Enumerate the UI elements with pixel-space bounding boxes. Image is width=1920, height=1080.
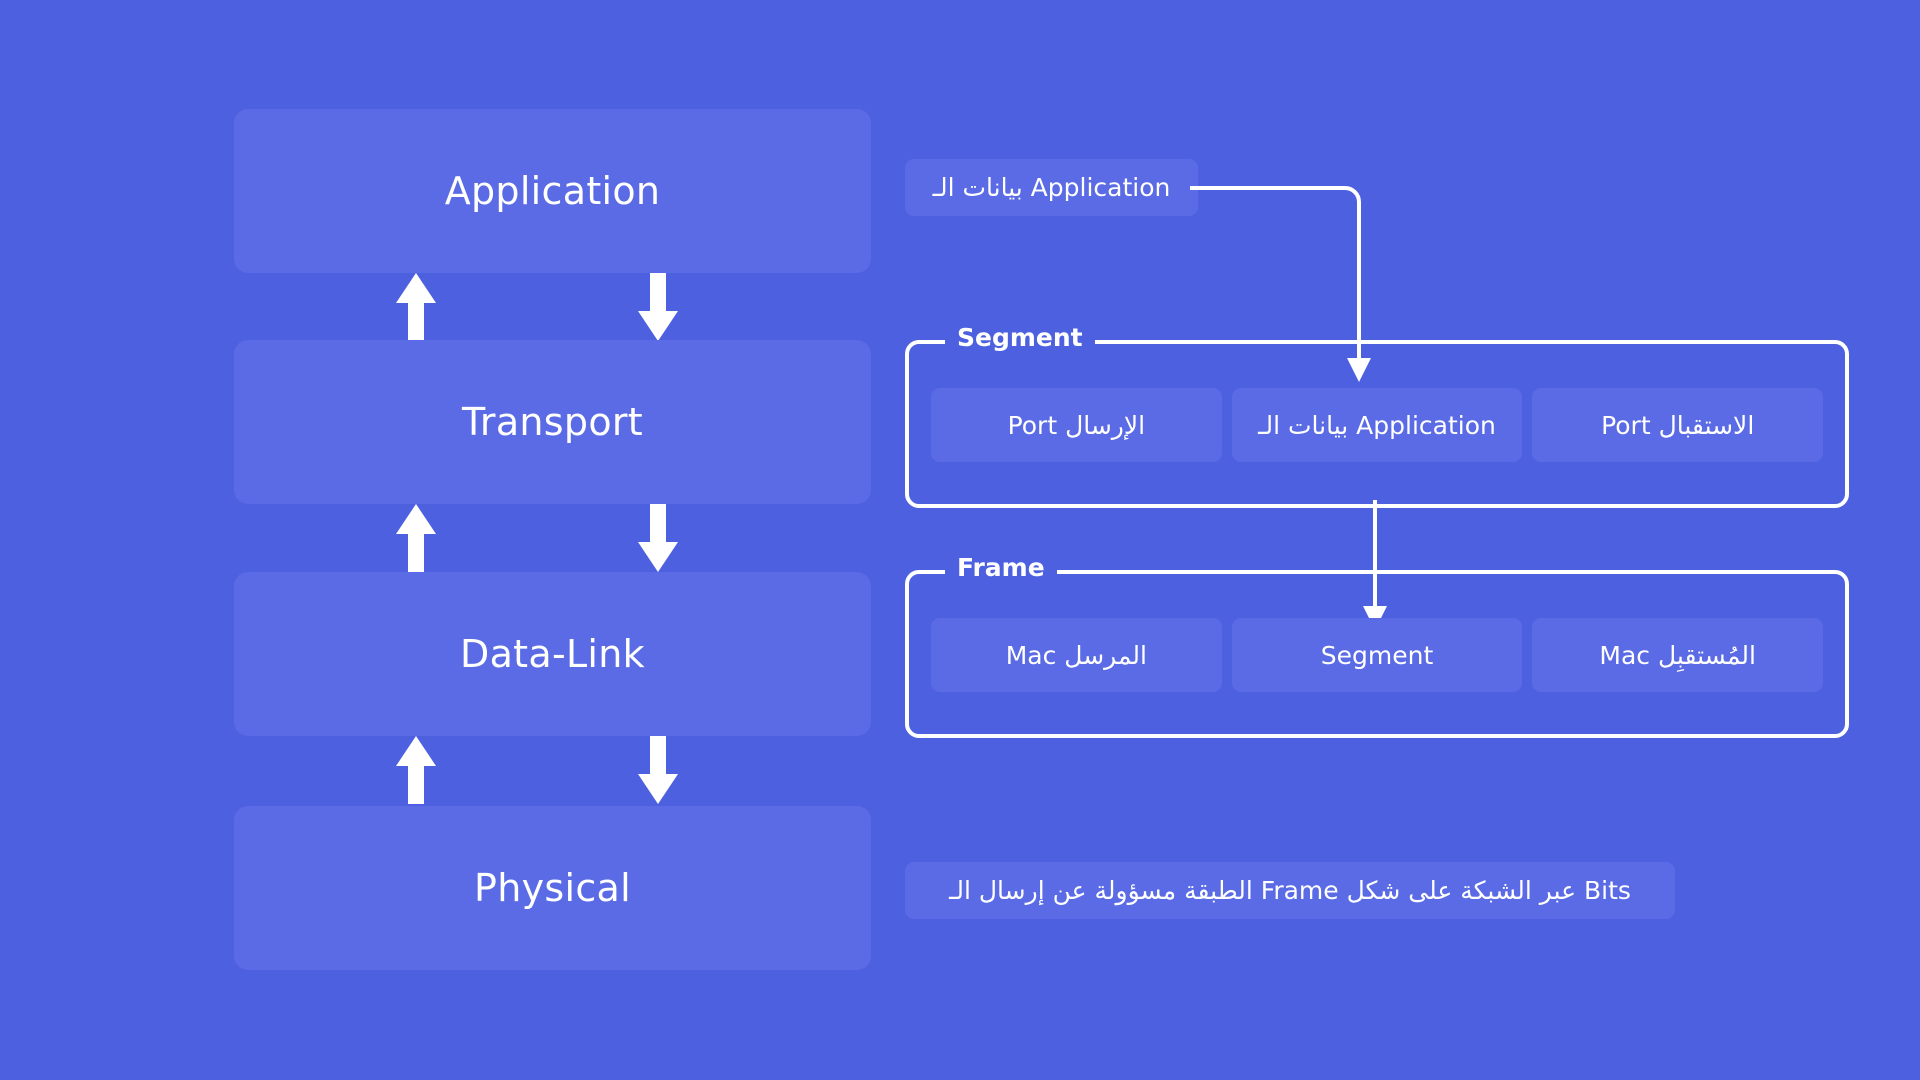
- frame-cells: Mac المرسل Segment Mac المُستقبِل: [931, 618, 1824, 692]
- physical-layer-note-label: الطبقة مسؤولة عن إرسال الـ Frame عبر الش…: [949, 875, 1631, 905]
- layer-box-transport: Transport: [234, 340, 871, 504]
- cell-label: Mac المرسل: [1005, 640, 1147, 670]
- layer-arrows-application-transport: [234, 273, 871, 341]
- segment-cells: Port الإرسال بيانات الـ Application Port…: [931, 388, 1824, 462]
- arrow-up-icon: [394, 273, 438, 341]
- segment-cell-payload: بيانات الـ Application: [1231, 388, 1523, 462]
- arrow-down-icon: [636, 736, 680, 804]
- layer-label: Transport: [461, 400, 643, 444]
- layer-arrows-datalink-physical: [234, 736, 871, 804]
- arrow-up-icon: [394, 736, 438, 804]
- layer-arrows-transport-datalink: [234, 504, 871, 572]
- segment-cell-source-port: Port الإرسال: [931, 388, 1222, 462]
- layer-label: Application: [444, 169, 661, 213]
- application-data-chip: بيانات الـ Application: [905, 159, 1198, 216]
- cell-label: بيانات الـ Application: [1258, 410, 1496, 440]
- segment-group: Segment Port الإرسال بيانات الـ Applicat…: [905, 325, 1849, 508]
- frame-group: Frame Mac المرسل Segment Mac المُستقبِل: [905, 555, 1849, 738]
- layer-box-physical: Physical: [234, 806, 871, 970]
- frame-cell-payload: Segment: [1231, 618, 1523, 692]
- frame-legend: Frame: [945, 555, 1057, 580]
- segment-legend: Segment: [945, 325, 1095, 350]
- frame-cell-destination-mac: Mac المُستقبِل: [1532, 618, 1824, 692]
- layer-box-data-link: Data-Link: [234, 572, 871, 736]
- arrow-down-icon: [636, 273, 680, 341]
- arrow-up-icon: [394, 504, 438, 572]
- cell-label: Segment: [1320, 640, 1434, 670]
- cell-label: Port الإرسال: [1007, 410, 1146, 440]
- physical-layer-note: الطبقة مسؤولة عن إرسال الـ Frame عبر الش…: [905, 862, 1675, 919]
- cell-label: Mac المُستقبِل: [1599, 640, 1756, 670]
- application-data-label: بيانات الـ Application: [932, 172, 1171, 202]
- layer-label: Data-Link: [460, 632, 645, 676]
- arrow-down-icon: [636, 504, 680, 572]
- layer-label: Physical: [474, 866, 631, 910]
- layer-box-application: Application: [234, 109, 871, 273]
- segment-cell-destination-port: Port الاستقبال: [1532, 388, 1824, 462]
- cell-label: Port الاستقبال: [1601, 410, 1755, 440]
- frame-cell-source-mac: Mac المرسل: [931, 618, 1222, 692]
